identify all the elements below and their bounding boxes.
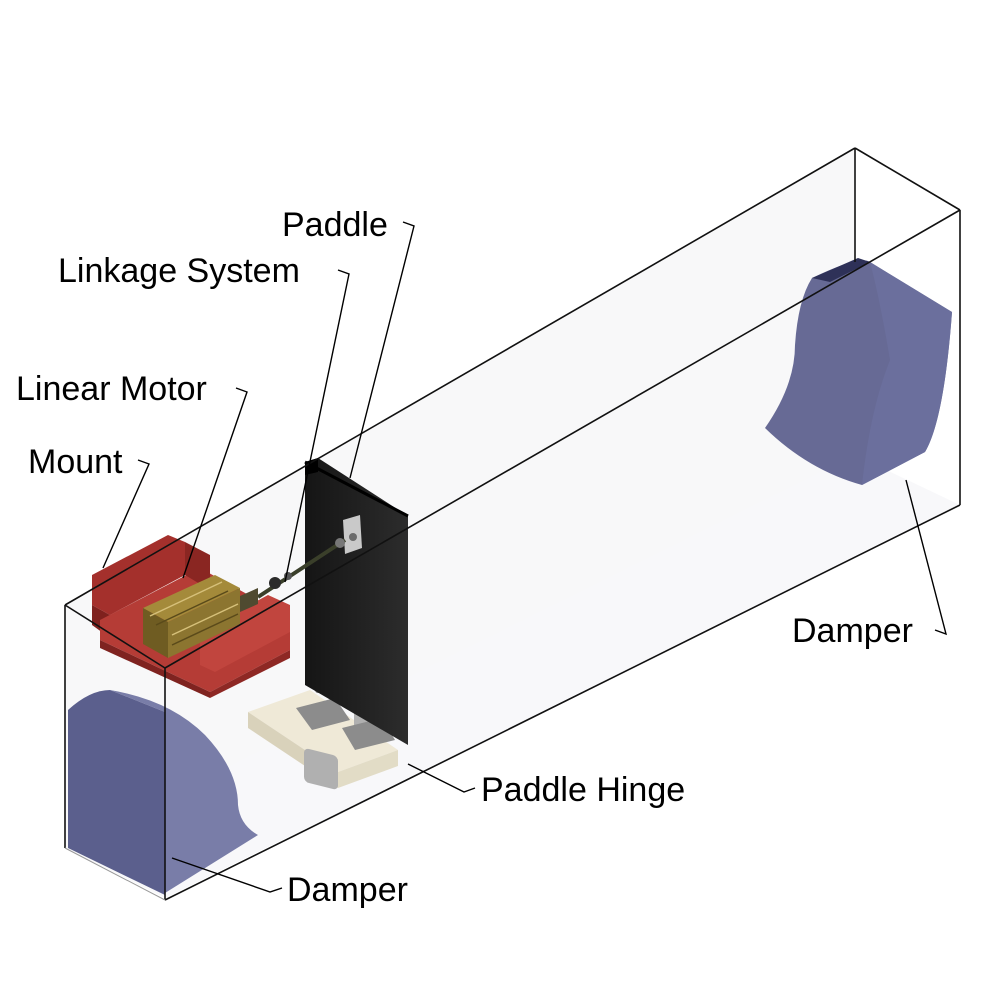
label-mount: Mount — [28, 443, 123, 481]
label-paddle-hinge: Paddle Hinge — [481, 771, 686, 809]
linear-motor — [143, 575, 258, 658]
label-linkage-system: Linkage System — [58, 252, 300, 290]
tank-edges — [64, 147, 961, 901]
leader-lines — [102, 221, 948, 893]
label-damper-left: Damper — [287, 871, 408, 909]
label-damper-right: Damper — [792, 612, 913, 650]
damper-right — [765, 258, 952, 485]
label-paddle: Paddle — [282, 206, 388, 244]
label-linear-motor: Linear Motor — [16, 370, 207, 408]
damper-left — [68, 690, 258, 895]
tank-floor — [65, 455, 960, 898]
